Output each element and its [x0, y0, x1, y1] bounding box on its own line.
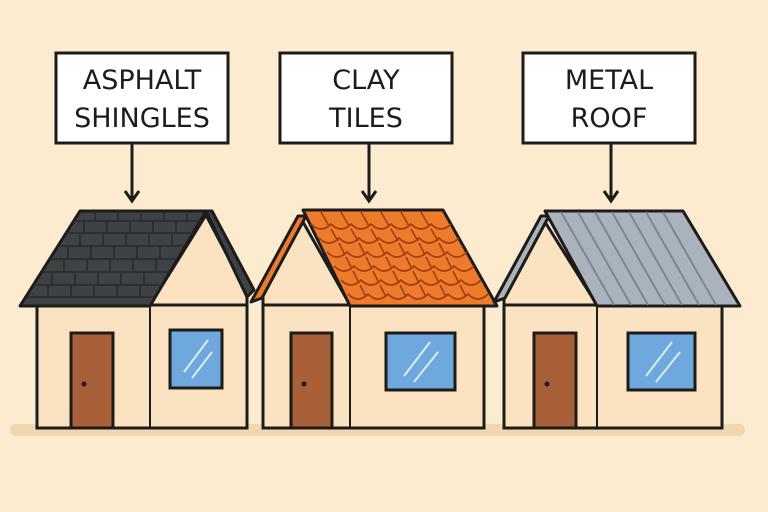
shingle-pattern — [27, 211, 200, 298]
window — [168, 328, 224, 390]
label-box — [54, 51, 230, 145]
label-line-1: METAL — [565, 65, 653, 96]
label-line-1: CLAY — [332, 65, 400, 96]
label-metal-roof: METAL ROOF — [521, 51, 697, 204]
label-box — [278, 51, 454, 145]
house-asphalt — [18, 209, 256, 430]
tile-pattern — [310, 211, 489, 300]
window-glare — [655, 351, 681, 383]
window-glare — [645, 341, 673, 377]
arrow-head — [602, 190, 620, 204]
window-glare — [191, 351, 213, 379]
metal-rib-pattern — [560, 211, 717, 306]
door-knob — [301, 381, 307, 387]
door — [532, 331, 578, 430]
label-line-2: SHINGLES — [74, 103, 210, 134]
door — [69, 331, 115, 430]
label-asphalt-shingles: ASPHALT SHINGLES — [54, 51, 230, 204]
window-glare — [413, 351, 439, 383]
window-glare — [183, 339, 209, 373]
label-clay-tiles: CLAY TILES — [278, 51, 454, 204]
arrow-head — [123, 190, 141, 204]
label-line-2: ROOF — [571, 103, 648, 134]
house-metal — [492, 209, 742, 430]
door — [289, 331, 334, 430]
window — [626, 331, 697, 392]
door-knob — [544, 381, 550, 387]
clay-tile-roof — [301, 208, 499, 308]
house-clay — [249, 208, 499, 430]
arrow-head — [360, 190, 378, 204]
window — [384, 331, 457, 392]
label-box — [521, 51, 697, 145]
window-glare — [403, 341, 431, 377]
metal-roof — [543, 209, 742, 308]
side-roof-edge — [204, 209, 256, 299]
label-line-1: ASPHALT — [83, 65, 202, 96]
label-line-2: TILES — [328, 103, 403, 134]
door-knob — [81, 381, 87, 387]
